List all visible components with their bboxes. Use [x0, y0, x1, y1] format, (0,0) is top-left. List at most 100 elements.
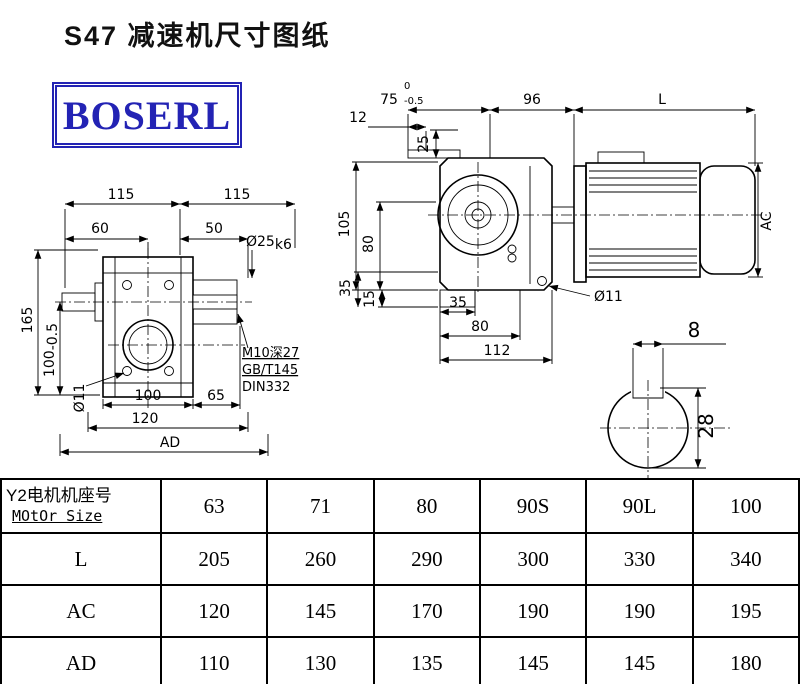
technical-drawing: 115 115 60 50 Ø25k6 165 — [20, 81, 775, 480]
motor-frame-label-cn: Y2电机机座号 — [6, 486, 112, 506]
dim-label-8: 8 — [688, 318, 701, 342]
bolt-hole — [164, 280, 174, 290]
dim-label-28: 28 — [694, 413, 718, 438]
dim-label-60: 60 — [91, 221, 109, 237]
motor-fins — [589, 170, 697, 271]
table-cell: 205 — [159, 532, 269, 586]
table-header-row: Y2电机机座号 MOtOr Size 63 71 80 90S 90L 100 — [0, 478, 800, 534]
dim-dia11-left: Ø11 — [72, 372, 125, 412]
dim-label-96: 96 — [523, 92, 541, 108]
table-cell: 190 — [478, 584, 588, 638]
bolt-hole — [122, 366, 132, 376]
table-cell: 330 — [585, 532, 694, 586]
row-label-AD: AD — [0, 636, 162, 684]
table-row-AC: AC 120 145 170 190 190 195 — [0, 584, 800, 638]
dim-dia25: Ø25k6 — [246, 234, 292, 279]
dim-80-side: 80 — [361, 201, 436, 291]
table-cell: 145 — [478, 636, 588, 684]
dim-label-100-tol: 100-0.5 — [42, 323, 61, 377]
table-cell: 170 — [372, 584, 481, 638]
table-cell: 195 — [691, 584, 800, 638]
dim-label-75-tol-upper: 0 — [404, 81, 410, 92]
table-header-cell: Y2电机机座号 MOtOr Size — [0, 478, 162, 534]
dim-label-80-bottom: 80 — [471, 319, 489, 335]
gearbox-housing — [439, 157, 553, 291]
dim-label-80-side: 80 — [361, 235, 377, 253]
dim-label-ac: AC — [759, 211, 775, 230]
bolt-hole — [507, 244, 517, 254]
dim-label-75-tol-lower: -0.5 — [404, 96, 424, 107]
dim-label-15: 15 — [362, 290, 378, 308]
right-view — [407, 149, 768, 308]
motor-size-col-4: 90S — [478, 478, 588, 534]
dim-35-side: 35 — [338, 271, 438, 308]
dim-label-100-bottom: 100 — [135, 388, 162, 404]
dim-100-tol: 100-0.5 — [42, 301, 64, 396]
dim-100-bottom: 100 — [102, 388, 194, 409]
dim-label-112: 112 — [484, 343, 511, 359]
terminal-box — [597, 151, 645, 164]
dim-ac: AC — [748, 162, 775, 278]
dim-75: 75 0 -0.5 — [380, 81, 491, 158]
motor-frame-label-en: MOtOr Size — [12, 507, 103, 526]
left-view-dimensions: 115 115 60 50 Ø25k6 165 — [20, 187, 299, 456]
table-cell: 110 — [159, 636, 269, 684]
dim-50: 50 — [179, 221, 249, 278]
dim-label-165: 165 — [20, 307, 36, 334]
right-view-dimensions: 75 0 -0.5 96 L 12 — [337, 81, 775, 364]
bolt-hole — [122, 280, 132, 290]
note-gbt145: GB/T145 — [242, 363, 298, 378]
bolt-hole — [164, 366, 174, 376]
dim-65: 65 — [192, 326, 241, 409]
dim-12: 12 — [349, 110, 427, 150]
table-cell: 190 — [585, 584, 694, 638]
shaft-section-detail: 8 28 — [600, 318, 732, 480]
motor-size-col-6: 100 — [691, 478, 800, 534]
table-cell: 260 — [266, 532, 375, 586]
motor-size-table: Y2电机机座号 MOtOr Size 63 71 80 90S 90L 100 … — [0, 478, 800, 684]
note-din332: DIN332 — [242, 380, 290, 395]
dim-60: 60 — [64, 221, 149, 257]
table-cell: 180 — [691, 636, 800, 684]
motor-body — [585, 162, 701, 278]
dim-label-dia25: Ø25k6 — [246, 234, 292, 253]
row-label-AC: AC — [0, 584, 162, 638]
motor-size-table-wrap: Y2电机机座号 MOtOr Size 63 71 80 90S 90L 100 … — [0, 478, 800, 684]
dim-dia11-right: Ø11 — [548, 284, 623, 305]
dim-shaft-height: 28 — [652, 387, 718, 469]
boserl-logo: BOSERL — [52, 82, 242, 148]
row-label-L: L — [0, 532, 162, 586]
table-cell: 300 — [478, 532, 588, 586]
dim-label-dia11-right: Ø11 — [594, 289, 623, 305]
tapped-hole-note: M10深27 GB/T145 DIN332 — [237, 313, 299, 395]
dim-label-75: 75 — [380, 92, 398, 108]
motor-size-col-2: 71 — [266, 478, 375, 534]
bolt-hole — [507, 253, 517, 263]
dim-label-25: 25 — [416, 135, 432, 153]
table-cell: 130 — [266, 636, 375, 684]
dim-80-bottom: 80 — [439, 290, 521, 340]
dim-label-35-bottom: 35 — [449, 295, 467, 311]
dim-key-width: 8 — [632, 318, 726, 390]
dim-25: 25 — [416, 129, 458, 159]
dim-label-120: 120 — [132, 411, 159, 427]
dim-label-115-left: 115 — [108, 187, 135, 203]
table-cell: 145 — [266, 584, 375, 638]
table-row-L: L 205 260 290 300 330 340 — [0, 532, 800, 586]
bolt-hole — [537, 276, 547, 286]
dim-label-35-side: 35 — [338, 279, 354, 297]
table-cell: 290 — [372, 532, 481, 586]
dim-label-50: 50 — [205, 221, 223, 237]
dim-115-115: 115 115 — [64, 187, 296, 288]
motor-flange — [573, 165, 587, 283]
motor-size-col-1: 63 — [159, 478, 269, 534]
dim-L: L — [573, 92, 756, 166]
dim-label-L: L — [658, 92, 666, 108]
note-m10: M10深27 — [242, 346, 299, 361]
dim-105: 105 — [337, 161, 438, 291]
dim-165: 165 — [20, 249, 100, 396]
page-title: S47 减速机尺寸图纸 — [64, 21, 331, 51]
table-row-AD: AD 110 130 135 145 145 180 — [0, 636, 800, 684]
table-cell: 135 — [372, 636, 481, 684]
